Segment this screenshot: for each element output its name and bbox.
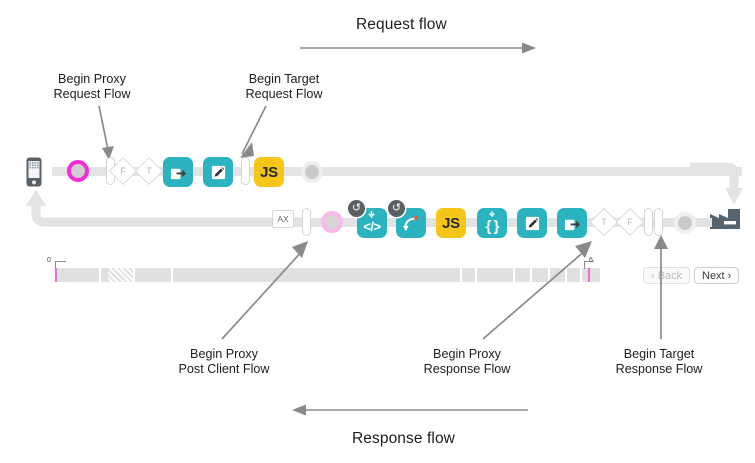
condition-diamond-t-label: T — [146, 166, 152, 176]
timeline-end-flag-line — [584, 261, 594, 269]
timeline-divider — [133, 268, 135, 282]
callout-begin-target-response-flow: Begin Target Response Flow — [607, 347, 711, 377]
callout-arrow-begin-target-request-flow — [240, 105, 267, 158]
flow-hook-pill[interactable] — [644, 208, 653, 236]
response-flow-arrow — [292, 404, 528, 416]
timeline-end-marker — [588, 268, 590, 282]
javascript-policy-icon[interactable]: JS — [436, 208, 466, 238]
xml-code-label: </> — [363, 218, 381, 234]
callout-line-2: Post Client Flow — [178, 362, 270, 376]
request-rail — [52, 167, 742, 176]
json-policy-icon[interactable]: { } — [477, 208, 507, 238]
magenta-ring-circle[interactable] — [67, 160, 89, 182]
timeline-start-flag-label: 0 — [47, 257, 51, 264]
timeline-divider — [513, 268, 515, 282]
flow-hook-pill[interactable] — [302, 208, 311, 236]
request-flow-arrow — [300, 42, 536, 54]
request-flow-title: Request flow — [356, 16, 447, 33]
magenta-soft-ring-circle[interactable] — [321, 211, 343, 233]
async-badge-icon: ↺ — [388, 200, 405, 217]
js-label: JS — [442, 214, 460, 232]
timeline-divider — [565, 268, 567, 282]
ax-label: AX — [277, 214, 289, 224]
grey-ring-circle[interactable] — [301, 161, 323, 183]
callout-begin-proxy-post-client-flow: Begin Proxy Post Client Flow — [172, 347, 276, 377]
response-flow-title: Response flow — [352, 430, 455, 447]
condition-diamond-f-label: F — [627, 217, 633, 227]
callout-begin-target-request-flow: Begin Target Request Flow — [238, 72, 330, 102]
timeline-start-marker — [55, 268, 57, 282]
timeline-track[interactable] — [55, 268, 600, 282]
callout-begin-proxy-response-flow: Begin Proxy Response Flow — [415, 347, 519, 377]
response-to-client-connector — [26, 190, 307, 227]
callout-line-2: Request Flow — [53, 87, 131, 101]
callout-line-1: Begin Proxy — [190, 347, 258, 361]
pencil-policy-icon[interactable] — [203, 157, 233, 187]
condition-diamond-t-label: T — [601, 217, 607, 227]
callout-arrow-begin-proxy-post-client-flow — [221, 241, 308, 340]
callout-line-1: Begin Target — [623, 347, 695, 361]
timeline-divider — [171, 268, 173, 282]
timeline-end-flag-label: 6 — [589, 257, 593, 264]
async-badge-icon: ↺ — [348, 200, 365, 217]
flow-hook-pill[interactable] — [241, 157, 250, 185]
callout-line-1: Begin Target — [248, 72, 320, 86]
timeline-start-flag-line — [55, 261, 66, 269]
timeline-divider — [99, 268, 101, 282]
js-label: JS — [260, 163, 278, 181]
back-button[interactable]: ‹ Back — [643, 267, 691, 284]
condition-diamond-f-label: F — [120, 166, 126, 176]
callout-line-1: Begin Proxy — [58, 72, 126, 86]
next-button[interactable]: Next › — [694, 267, 740, 284]
ax-badge-icon[interactable]: AX — [272, 210, 294, 228]
callout-arrow-begin-proxy-request-flow — [98, 105, 114, 160]
callout-arrow-begin-proxy-response-flow — [482, 241, 592, 340]
timeline-divider — [548, 268, 550, 282]
request-to-target-connector — [690, 162, 743, 205]
flow-hook-pill[interactable] — [654, 208, 663, 236]
target-server-icon — [710, 206, 740, 230]
callout-line-1: Begin Proxy — [433, 347, 501, 361]
mobile-phone-icon — [23, 156, 45, 188]
timeline-hatched-segment — [108, 268, 133, 282]
share-policy-icon[interactable] — [557, 208, 587, 238]
callout-line-2: Response Flow — [615, 362, 703, 376]
timeline-divider — [580, 268, 582, 282]
pencil-policy-icon[interactable] — [517, 208, 547, 238]
json-label: { } — [485, 217, 500, 235]
timeline-divider — [475, 268, 477, 282]
target-connector-rail — [688, 218, 712, 227]
share-policy-icon[interactable] — [163, 157, 193, 187]
callout-line-2: Response Flow — [423, 362, 511, 376]
javascript-policy-icon[interactable]: JS — [254, 157, 284, 187]
callout-line-2: Request Flow — [245, 87, 323, 101]
callout-arrow-begin-target-response-flow — [654, 235, 668, 339]
timeline-divider — [460, 268, 462, 282]
callout-begin-proxy-request-flow: Begin Proxy Request Flow — [46, 72, 138, 102]
grey-ring-circle[interactable] — [674, 212, 696, 234]
timeline-divider — [530, 268, 532, 282]
